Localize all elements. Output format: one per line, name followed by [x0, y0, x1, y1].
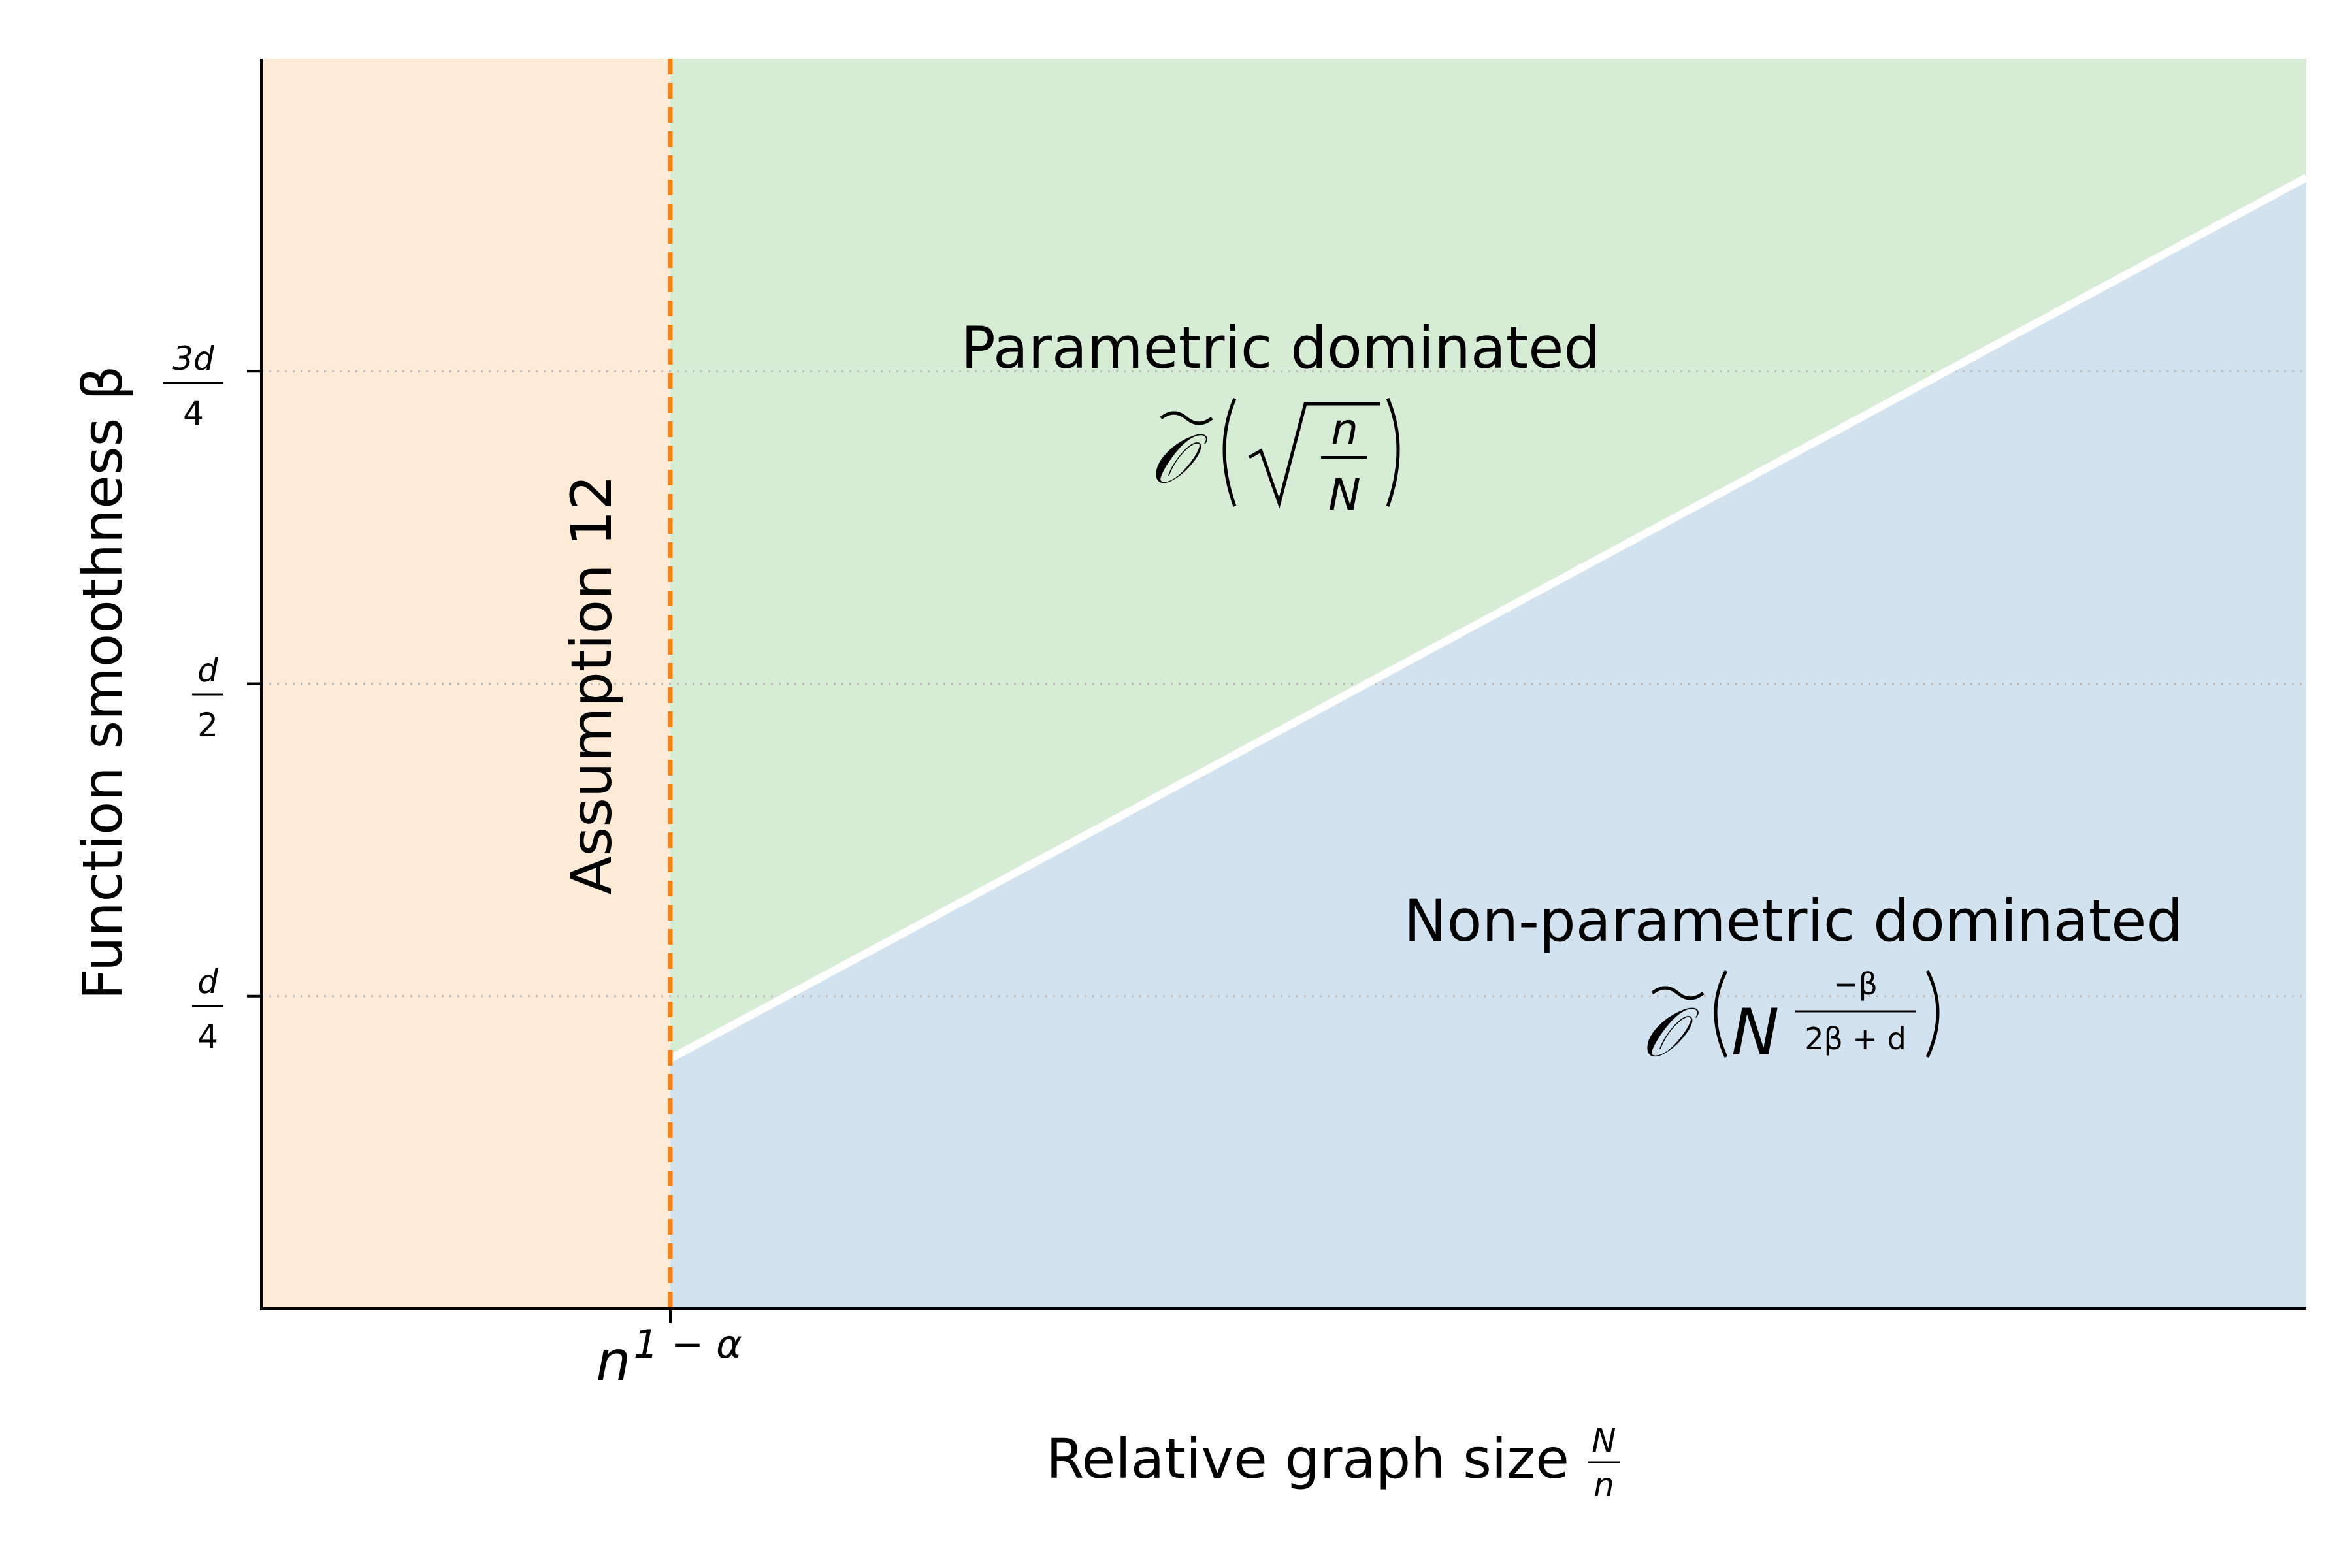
- boundary-line: [668, 174, 2308, 1062]
- ytick-3d4-num: 3d: [172, 340, 214, 378]
- parametric-rate: 𝒪 n N: [1150, 398, 1400, 520]
- ytick-label-d4: d 4: [192, 963, 223, 1056]
- xlabel-num: N: [1592, 1422, 1616, 1460]
- y-axis-label: Function smoothness β: [71, 365, 135, 1000]
- parametric-title: Parametric dominated: [961, 314, 1601, 382]
- ytick-d2-num: d: [197, 651, 218, 689]
- axis-ticks: [247, 370, 672, 1323]
- ytick-label-d2: d 2: [192, 651, 223, 744]
- ytick-d4-den: 4: [197, 1018, 218, 1056]
- ytick-d4-num: d: [197, 963, 218, 1001]
- assumption-label: Assumption 12: [559, 475, 625, 895]
- param-N: N: [1328, 470, 1360, 520]
- plot-regions: [261, 59, 2306, 1309]
- nonparam-N: N: [1731, 996, 1779, 1070]
- nonparam-exp-den: 2β + d: [1805, 1021, 1906, 1056]
- xtick-exp: 1 − α: [634, 1322, 742, 1367]
- ytick-d2-den: 2: [197, 706, 218, 744]
- xtick-label: n1 − α: [596, 1322, 742, 1393]
- nonparametric-title: Non-parametric dominated: [1404, 887, 2183, 955]
- param-n: n: [1331, 404, 1358, 455]
- nonparametric-region: [670, 177, 2306, 1309]
- xlabel-den: n: [1593, 1466, 1614, 1504]
- xtick-base: n: [596, 1329, 630, 1393]
- x-axis-label: Relative graph size N n: [1046, 1422, 1620, 1504]
- ytick-label-3d4: 3d 4: [163, 340, 223, 433]
- parametric-region: [670, 59, 2306, 1059]
- xlabel-text: Relative graph size: [1046, 1427, 1569, 1491]
- nonparam-exp-num: −β: [1833, 966, 1878, 1002]
- ytick-3d4-den: 4: [183, 395, 204, 433]
